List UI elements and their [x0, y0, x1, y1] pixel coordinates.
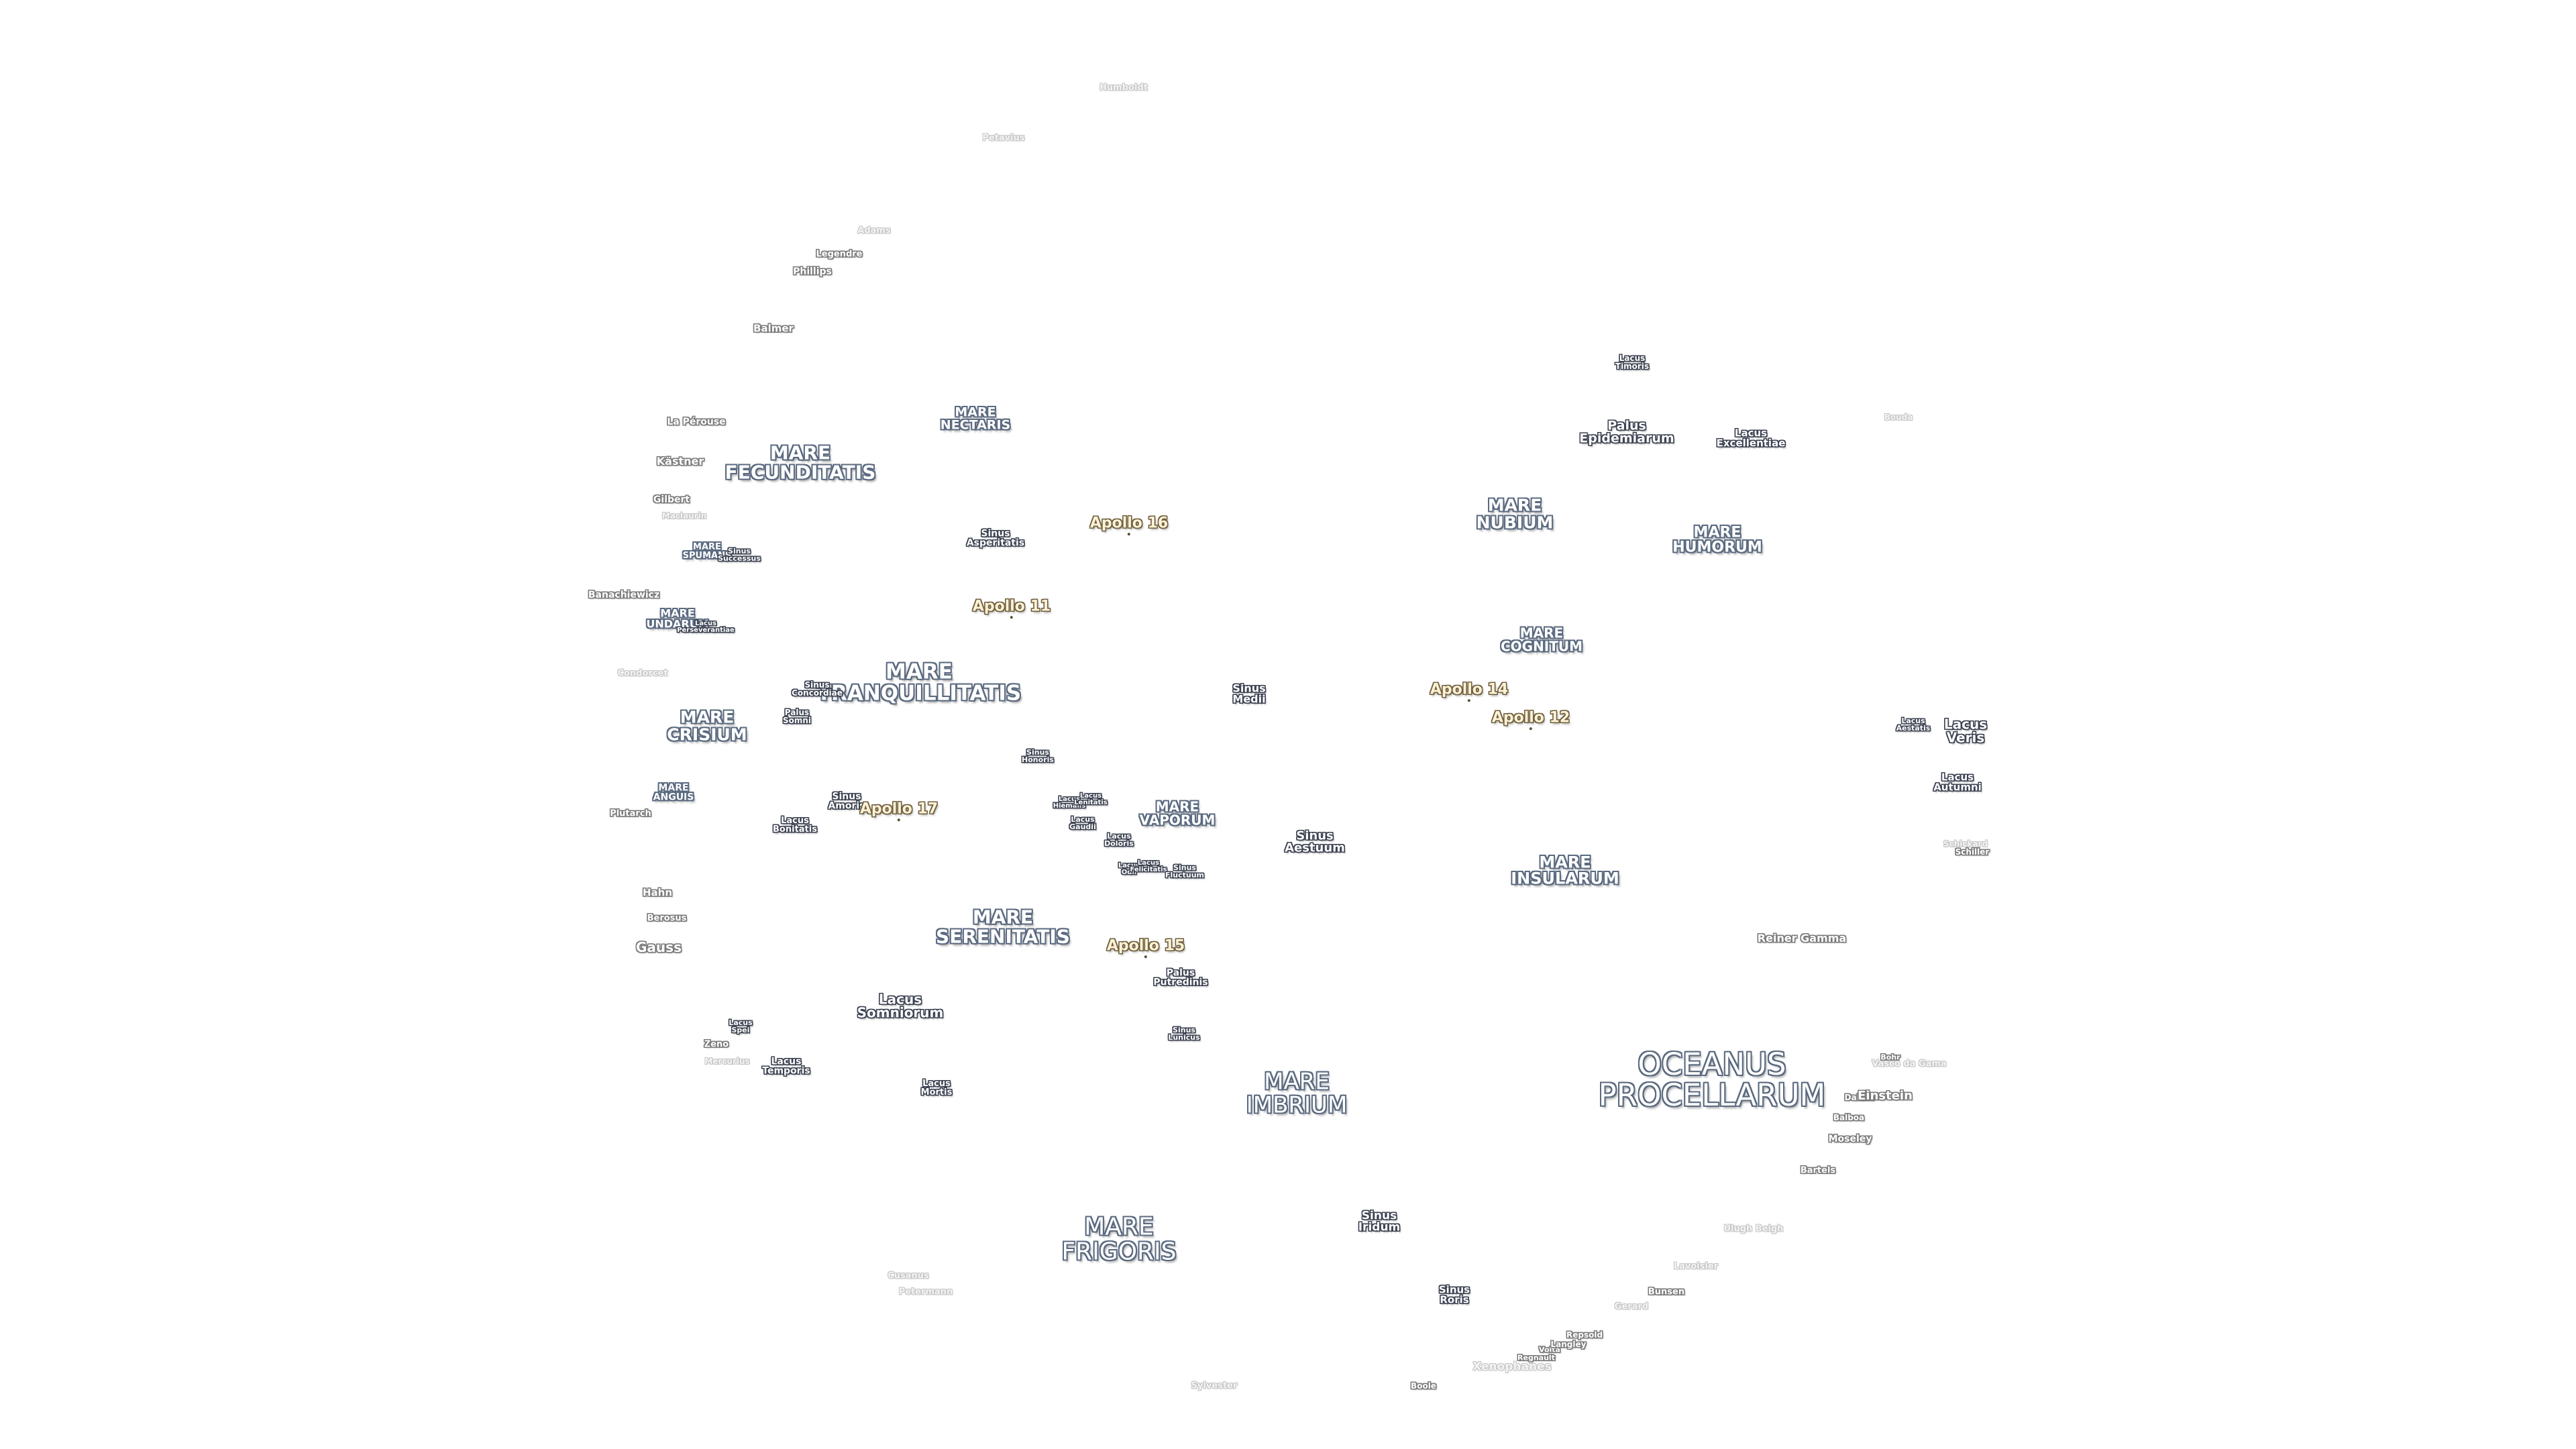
crater-xenophanes: Xenophanes: [1472, 1360, 1552, 1374]
crater-cusanus: Cusanus: [888, 1271, 929, 1281]
apollo-16-site[interactable]: Apollo 16: [1090, 515, 1168, 535]
crater-phillips: Phillips: [793, 266, 832, 277]
crater-maclaurin: Maclaurin: [661, 511, 707, 521]
crater-balmer: Balmer: [753, 322, 794, 335]
crater-bartels: Bartels: [1800, 1165, 1836, 1176]
crater-regnault: Regnault: [1517, 1353, 1555, 1362]
crater-moseley: Moseley: [1828, 1133, 1872, 1144]
crater-banachiewicz: Banachiewicz: [588, 589, 660, 600]
crater-petavius: Petavius: [982, 133, 1025, 144]
crater-plutarch: Plutarch: [610, 808, 651, 819]
crater-kastner: Kästner: [656, 454, 704, 468]
crater-hahn: Hahn: [642, 886, 673, 899]
crater-schickard: Schickard: [1943, 839, 1988, 849]
apollo-11-site[interactable]: Apollo 11: [973, 598, 1051, 619]
crater-legendre: Legendre: [816, 249, 863, 260]
crater-bohr: Bohr: [1880, 1053, 1900, 1062]
crater-schiller: Schiller: [1955, 847, 1990, 857]
crater-repsold: Repsold: [1566, 1330, 1603, 1340]
crater-dalton: Dalton: [1844, 1092, 1875, 1102]
apollo-12-site[interactable]: Apollo 12: [1492, 710, 1570, 730]
crater-ulugh-beigh: Ulugh Beigh: [1723, 1224, 1784, 1234]
crater-sylvester: Sylvester: [1191, 1381, 1238, 1391]
crater-einstein: Einstein: [1858, 1088, 1913, 1103]
apollo-14-site[interactable]: Apollo 14: [1430, 682, 1508, 702]
crater-gerard: Gerard: [1614, 1301, 1649, 1312]
crater-humboldt: Humboldt: [1099, 83, 1148, 93]
crater-petermann: Petermann: [898, 1287, 953, 1297]
crater-condorcet: Condorcet: [617, 668, 668, 679]
crater-bouda: Bouda: [1884, 412, 1913, 422]
crater-balboa: Balboa: [1833, 1112, 1865, 1122]
crater-zeno: Zeno: [704, 1039, 729, 1050]
crater-reiner-gamma: Reiner Gamma: [1757, 931, 1847, 945]
crater-bunsen: Bunsen: [1648, 1287, 1685, 1297]
crater-lavoisier: Lavoisier: [1673, 1261, 1719, 1272]
apollo-17-site[interactable]: Apollo 17: [860, 801, 938, 821]
crater-langley: Langley: [1550, 1339, 1587, 1349]
crater-mercurius: Mercurius: [704, 1056, 750, 1066]
crater-volta: Volta: [1539, 1345, 1560, 1354]
crater-berosus: Berosus: [647, 913, 687, 924]
crater-la-perouse: La Pérouse: [667, 416, 726, 427]
apollo-15-site[interactable]: Apollo 15: [1107, 938, 1185, 958]
crater-adams: Adams: [857, 225, 891, 236]
crater-vasco-da-gama: Vasco da Gama: [1872, 1059, 1947, 1069]
crater-boole: Boole: [1411, 1381, 1436, 1391]
crater-gauss: Gauss: [636, 938, 682, 955]
crater-gilbert: Gilbert: [653, 494, 690, 505]
